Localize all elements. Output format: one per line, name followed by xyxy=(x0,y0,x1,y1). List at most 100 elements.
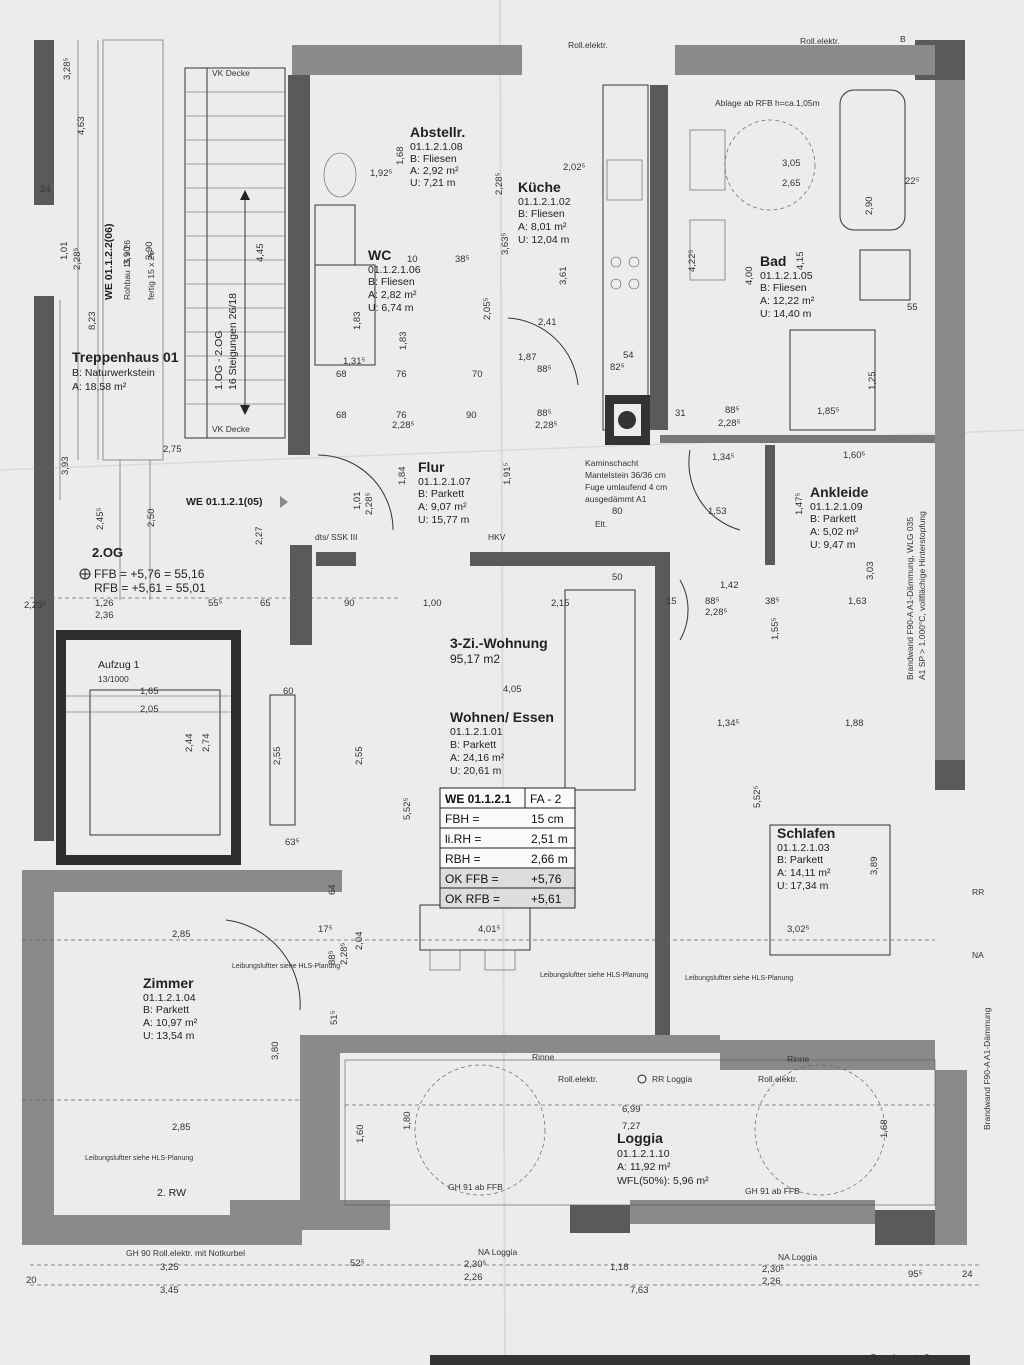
info-table-key: li.RH = xyxy=(445,832,481,846)
gridlines xyxy=(22,597,980,1286)
vent-label: Leibungsluftter siehe HLS-Planung xyxy=(685,975,793,982)
dim: 1,55⁵ xyxy=(770,618,781,640)
dim: 1,65 xyxy=(140,686,159,697)
dim: 1,83 xyxy=(398,332,409,351)
dim: 2,26 xyxy=(762,1276,781,1287)
room-detail: A: 9,07 m² xyxy=(418,501,467,513)
dim: 1,60⁵ xyxy=(843,450,865,461)
dim: 17⁵ xyxy=(318,924,333,935)
dim: 80 xyxy=(612,506,623,517)
shutter-label: Roll.elektr. xyxy=(758,1074,798,1084)
dim: 63⁵ xyxy=(285,837,300,848)
room-detail: B: Parkett xyxy=(777,854,823,866)
room-detail: 01.1.2.1.07 xyxy=(418,476,471,488)
dim: 2,05⁵ xyxy=(482,298,493,320)
loggia-floor xyxy=(344,1059,936,1206)
dim: 3,28⁵ xyxy=(62,58,73,80)
dim: 82⁵ xyxy=(610,362,625,373)
dim: 1,18 xyxy=(610,1262,629,1273)
shutter-label: Roll.elektr. xyxy=(558,1074,598,1084)
dim: 1,92⁵ xyxy=(370,168,392,179)
apartment-title: 3-Zi.-Wohnung xyxy=(450,635,548,651)
dim: 3,90 xyxy=(144,242,155,261)
dim: 88⁵ xyxy=(327,950,338,965)
room-name-abstellr: Abstellr. xyxy=(410,124,465,140)
wall xyxy=(22,870,342,892)
dim: 1,63 xyxy=(848,596,867,607)
room-name-kueche: Küche xyxy=(518,179,561,195)
wall xyxy=(34,40,54,205)
dim: 24 xyxy=(40,184,51,195)
chimney-label: Kaminschacht xyxy=(585,458,639,468)
dim: 3,61 xyxy=(558,267,569,286)
dim: 24 xyxy=(962,1269,973,1280)
dim: 2,90 xyxy=(864,197,875,216)
room-detail: B: Parkett xyxy=(810,513,856,525)
room-detail: A: 5,02 m² xyxy=(810,526,859,538)
dim: 64 xyxy=(327,884,338,895)
info-table: WE 01.1.2.1 FA - 2 FBH = 15 cm li.RH = 2… xyxy=(439,787,576,909)
dim: 4,22⁵ xyxy=(687,250,698,272)
info-table-value: +5,76 xyxy=(531,872,562,886)
stair-fertig: fertig 15 x 26 xyxy=(146,251,156,300)
level-name: 2.OG xyxy=(92,545,123,560)
room-name-ankleide: Ankleide xyxy=(810,484,869,500)
room-detail: 01.1.2.1.08 xyxy=(410,141,463,153)
dim: 2,74 xyxy=(201,734,212,753)
dim: 88⁵ xyxy=(537,408,552,419)
stair-label: 1.OG - 2.OG xyxy=(213,330,225,390)
door-spec: dts/ SSK III xyxy=(315,532,358,542)
room-detail: B: Fliesen xyxy=(760,282,807,294)
shower xyxy=(789,329,876,431)
room-detail: B: Parkett xyxy=(143,1004,189,1016)
dim: 3,45 xyxy=(160,1285,179,1296)
info-table-key: FBH = xyxy=(445,812,479,826)
dim: 2,55 xyxy=(272,747,283,766)
wall xyxy=(34,296,54,841)
wall xyxy=(630,1200,875,1224)
dim: 2,23⁵ xyxy=(24,600,46,611)
gutter-label: Rinne xyxy=(532,1052,554,1062)
dim: 2,02⁵ xyxy=(563,162,585,173)
room-detail: 01.1.2.1.06 xyxy=(368,264,421,276)
dim: 70 xyxy=(472,369,483,380)
dim: 1,60 xyxy=(355,1125,366,1144)
room-detail: 01.1.2.1.05 xyxy=(760,270,813,282)
dim: 88⁵ xyxy=(537,364,552,375)
stair-rohbau: Rohbau 15 x 26 xyxy=(122,240,132,300)
info-table-header: WE 01.1.2.1 xyxy=(445,792,511,806)
walls xyxy=(22,40,967,1245)
wall xyxy=(290,545,312,645)
stair-steps: 16 Steigungen 26/18 xyxy=(227,293,239,390)
dim: 68 xyxy=(336,369,347,380)
room-detail: U: 15,77 m xyxy=(418,514,470,526)
room-name-aufzug: Aufzug 1 xyxy=(98,659,140,671)
shutter-label: Roll.elektr. xyxy=(568,40,608,50)
room-name-wc: WC xyxy=(368,247,391,263)
room-name-zimmer: Zimmer xyxy=(143,975,194,991)
paper-fold xyxy=(499,0,506,1365)
dim: 90 xyxy=(344,598,355,609)
room-name-treppenhaus: Treppenhaus 01 xyxy=(72,349,179,365)
dim: 1,91⁵ xyxy=(502,463,513,485)
firewall-label: Brandwand F90-A A1-Dämmung xyxy=(982,1007,992,1130)
room-detail: B: Fliesen xyxy=(368,276,415,288)
dim: 55 xyxy=(907,302,918,313)
dim: 38⁵ xyxy=(455,254,470,265)
room-detail: 01.1.2.1.01 xyxy=(450,726,503,738)
dim: 1,53 xyxy=(708,506,727,517)
wall xyxy=(935,80,965,780)
dim: 2,28⁵ xyxy=(535,420,557,431)
dim: 10 xyxy=(407,254,418,265)
wall xyxy=(570,1205,630,1233)
dim: 54 xyxy=(623,350,634,361)
room-detail: A: 12,22 m² xyxy=(760,295,815,307)
room-detail: U: 9,47 m xyxy=(810,539,856,551)
room-detail: A: 2,92 m² xyxy=(410,165,459,177)
dim: 2,28⁵ xyxy=(339,943,350,965)
room-detail: 01.1.2.1.10 xyxy=(617,1148,670,1160)
dim: 2,27 xyxy=(254,527,265,546)
drain-label: NA Loggia xyxy=(778,1252,817,1262)
room-detail: U: 7,21 m xyxy=(410,177,456,189)
